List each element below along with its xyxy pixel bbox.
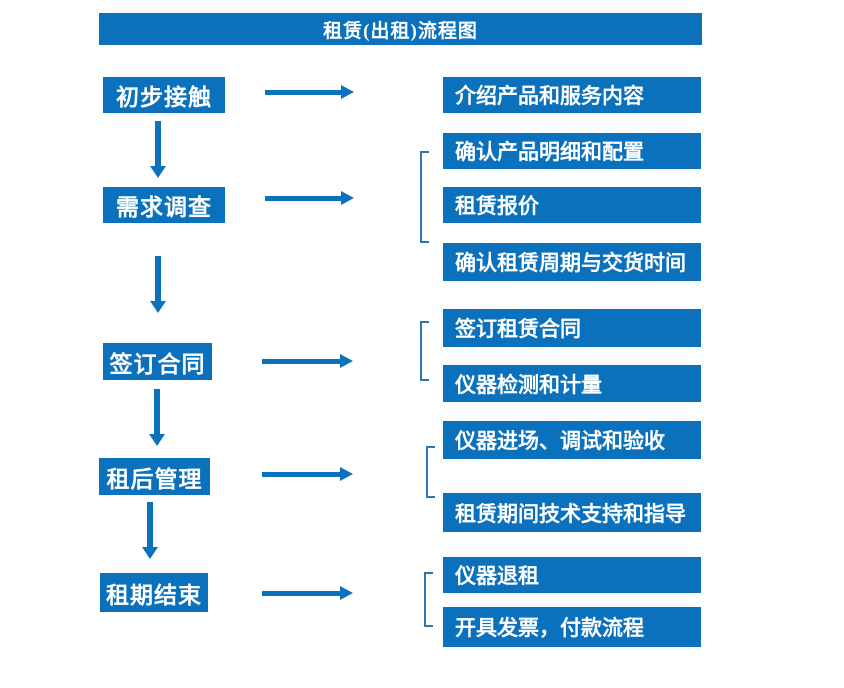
- arrow-right-icon: [265, 85, 354, 99]
- step-box-initial-contact: 初步接触: [103, 77, 225, 113]
- arrow-head: [142, 547, 158, 559]
- bracket-connector: [424, 572, 433, 627]
- arrow-right-icon: [262, 586, 353, 600]
- arrow-shaft: [155, 121, 161, 166]
- detail-box-rental-quote: 租赁报价: [443, 187, 701, 223]
- detail-box-sign-rental-contract: 签订租赁合同: [443, 309, 701, 347]
- detail-box-instrument-return: 仪器退租: [443, 557, 701, 593]
- detail-box-confirm-product-details-config: 确认产品明细和配置: [443, 133, 701, 169]
- bracket-connector: [420, 151, 429, 243]
- bracket-connector: [426, 446, 435, 498]
- arrow-down-icon: [150, 121, 166, 178]
- detail-box-confirm-rental-period-delivery: 确认租赁周期与交货时间: [443, 243, 701, 281]
- arrow-right-icon: [265, 191, 354, 205]
- arrow-shaft: [147, 502, 153, 547]
- arrow-shaft: [262, 590, 340, 596]
- arrow-down-icon: [150, 256, 166, 313]
- arrow-head: [341, 191, 354, 205]
- arrow-shaft: [265, 195, 341, 201]
- arrow-right-icon: [262, 354, 353, 368]
- arrow-head: [340, 586, 353, 600]
- detail-box-introduce-products-services: 介绍产品和服务内容: [443, 77, 701, 113]
- step-box-post-rental-management: 租后管理: [99, 458, 210, 495]
- arrow-head: [149, 434, 165, 446]
- bracket-connector: [420, 321, 429, 381]
- flowchart-title: 租赁(出租)流程图: [99, 13, 702, 45]
- arrow-head: [340, 354, 353, 368]
- detail-box-invoice-payment-process: 开具发票，付款流程: [443, 607, 701, 647]
- arrow-shaft: [265, 89, 341, 95]
- arrow-shaft: [262, 471, 340, 477]
- step-box-rental-end: 租期结束: [100, 573, 208, 612]
- step-box-sign-contract: 签订合同: [103, 343, 212, 380]
- detail-box-instrument-arrival-debug-acceptance: 仪器进场、调试和验收: [443, 421, 701, 459]
- detail-box-technical-support-guidance: 租赁期间技术支持和指导: [443, 493, 701, 532]
- arrow-down-icon: [149, 389, 165, 446]
- detail-box-instrument-testing-calibration: 仪器检测和计量: [443, 365, 701, 402]
- arrow-head: [341, 85, 354, 99]
- arrow-shaft: [154, 389, 160, 434]
- arrow-head: [340, 467, 353, 481]
- arrow-down-icon: [142, 502, 158, 559]
- arrow-shaft: [262, 358, 340, 364]
- arrow-shaft: [155, 256, 161, 301]
- arrow-head: [150, 166, 166, 178]
- arrow-right-icon: [262, 467, 353, 481]
- step-box-demand-survey: 需求调查: [103, 187, 225, 223]
- arrow-head: [150, 301, 166, 313]
